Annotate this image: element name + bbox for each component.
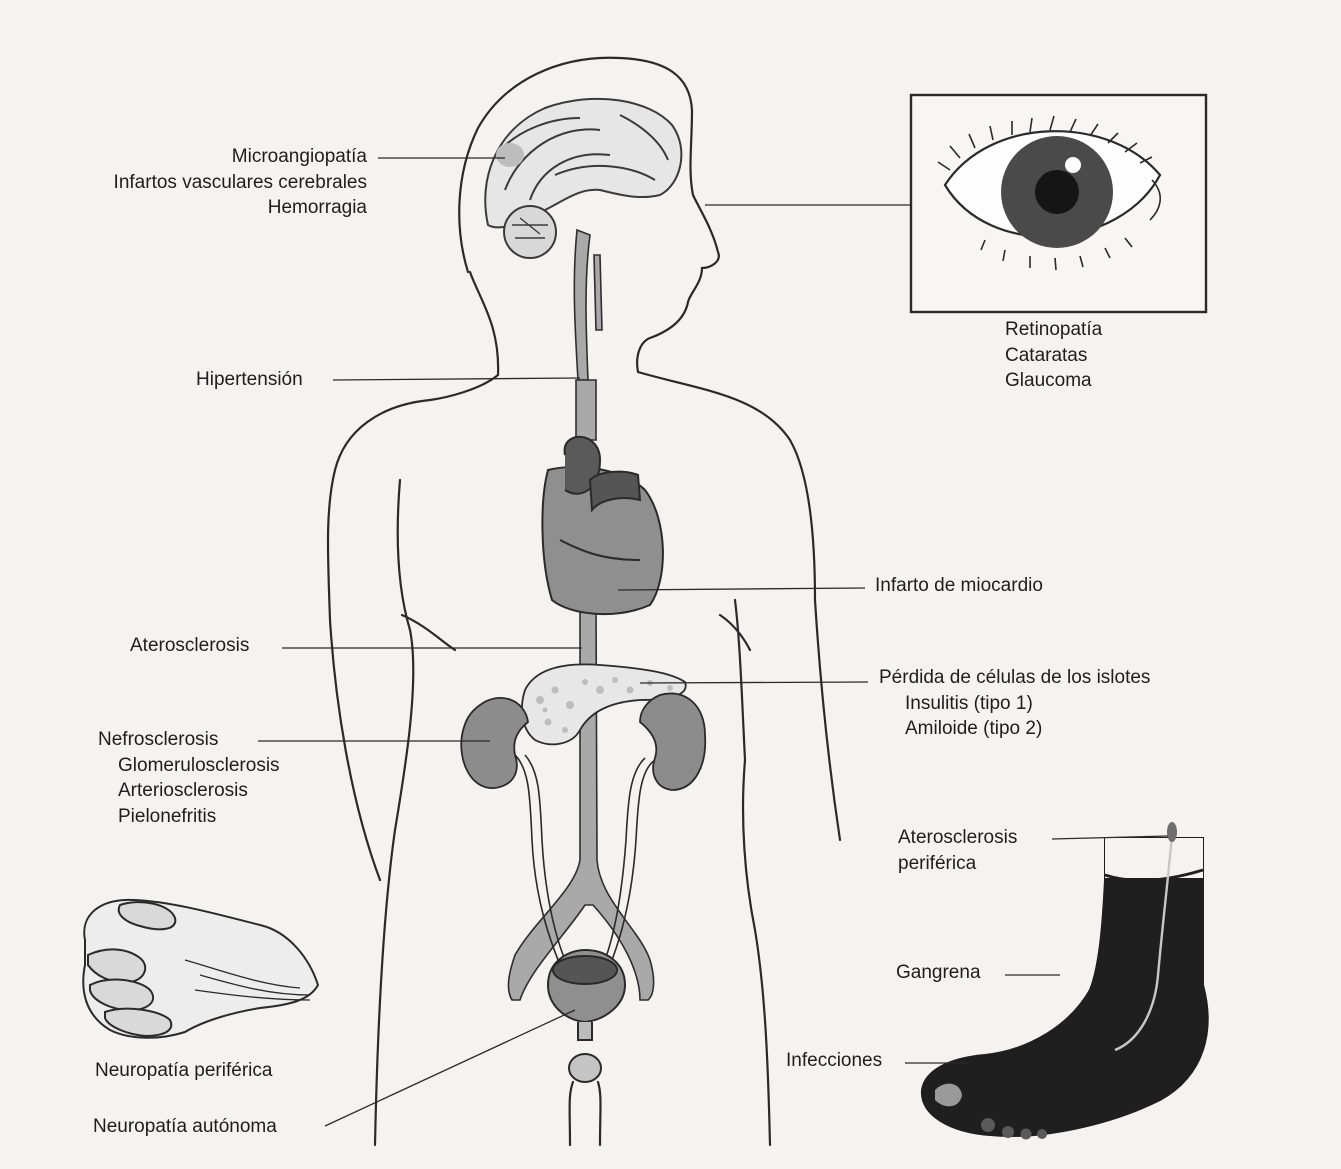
label-eye: Retinopatía Cataratas Glaucoma [1005, 317, 1102, 394]
bladder [546, 948, 627, 1083]
label-amyloid: Amiloide (tipo 2) [905, 718, 1043, 739]
leader-myocardial [617, 587, 866, 591]
hand-illustration [82, 898, 320, 1039]
label-islet-cells: Pérdida de células de los islotes Insuli… [879, 665, 1150, 742]
label-cerebral-infarcts: Infartos vasculares cerebrales [113, 171, 367, 193]
foot-illustration [920, 822, 1209, 1140]
label-hypertension: Hipertensión [196, 369, 303, 390]
label-kidney: Nefrosclerosis Glomerulosclerosis Arteri… [98, 727, 280, 829]
leader-autonomic-neuropathy [324, 1009, 576, 1127]
label-peripheral-atherosclerosis-line1: Aterosclerosis [898, 827, 1018, 848]
body-figure [326, 56, 842, 1147]
label-gangrene: Gangrena [896, 962, 981, 983]
label-autonomic-neuropathy: Neuropatía autónoma [93, 1116, 277, 1137]
leader-peripheral-atherosclerosis [1051, 835, 1169, 840]
kidneys [460, 692, 707, 791]
label-cataracts: Cataratas [1005, 344, 1088, 366]
label-microangiopathy: Microangiopatía [231, 146, 367, 167]
leader-hypertension [332, 377, 581, 381]
label-pyelonephritis: Pielonefritis [118, 805, 217, 827]
label-nephrosclerosis: Nefrosclerosis [98, 729, 219, 750]
label-glomerulosclerosis: Glomerulosclerosis [118, 754, 280, 776]
label-peripheral-atherosclerosis-line2: periférica [898, 852, 977, 874]
label-glaucoma: Glaucoma [1005, 370, 1092, 391]
brain [484, 97, 683, 259]
leader-islets [639, 681, 869, 684]
heart [541, 435, 664, 615]
label-hemorrhage: Hemorragia [267, 197, 367, 218]
eye-inset [909, 93, 1208, 314]
label-infections: Infecciones [786, 1050, 883, 1071]
label-retinopathy: Retinopatía [1005, 319, 1103, 340]
ureters [514, 754, 656, 966]
label-islet-loss: Pérdida de células de los islotes [879, 667, 1151, 688]
label-peripheral-atherosclerosis: Aterosclerosis periférica [898, 825, 1017, 876]
leader-lines [258, 157, 1169, 1127]
arteries [507, 228, 655, 1001]
label-myocardial-infarction: Infarto de miocardio [875, 575, 1043, 596]
label-brain: Microangiopatía Infartos vasculares cere… [40, 144, 367, 221]
label-peripheral-neuropathy: Neuropatía periférica [95, 1060, 273, 1081]
label-insulitis: Insulitis (tipo 1) [905, 692, 1033, 714]
label-arteriosclerosis: Arteriosclerosis [118, 780, 248, 801]
pancreas [521, 663, 687, 746]
label-atherosclerosis: Aterosclerosis [130, 635, 250, 656]
